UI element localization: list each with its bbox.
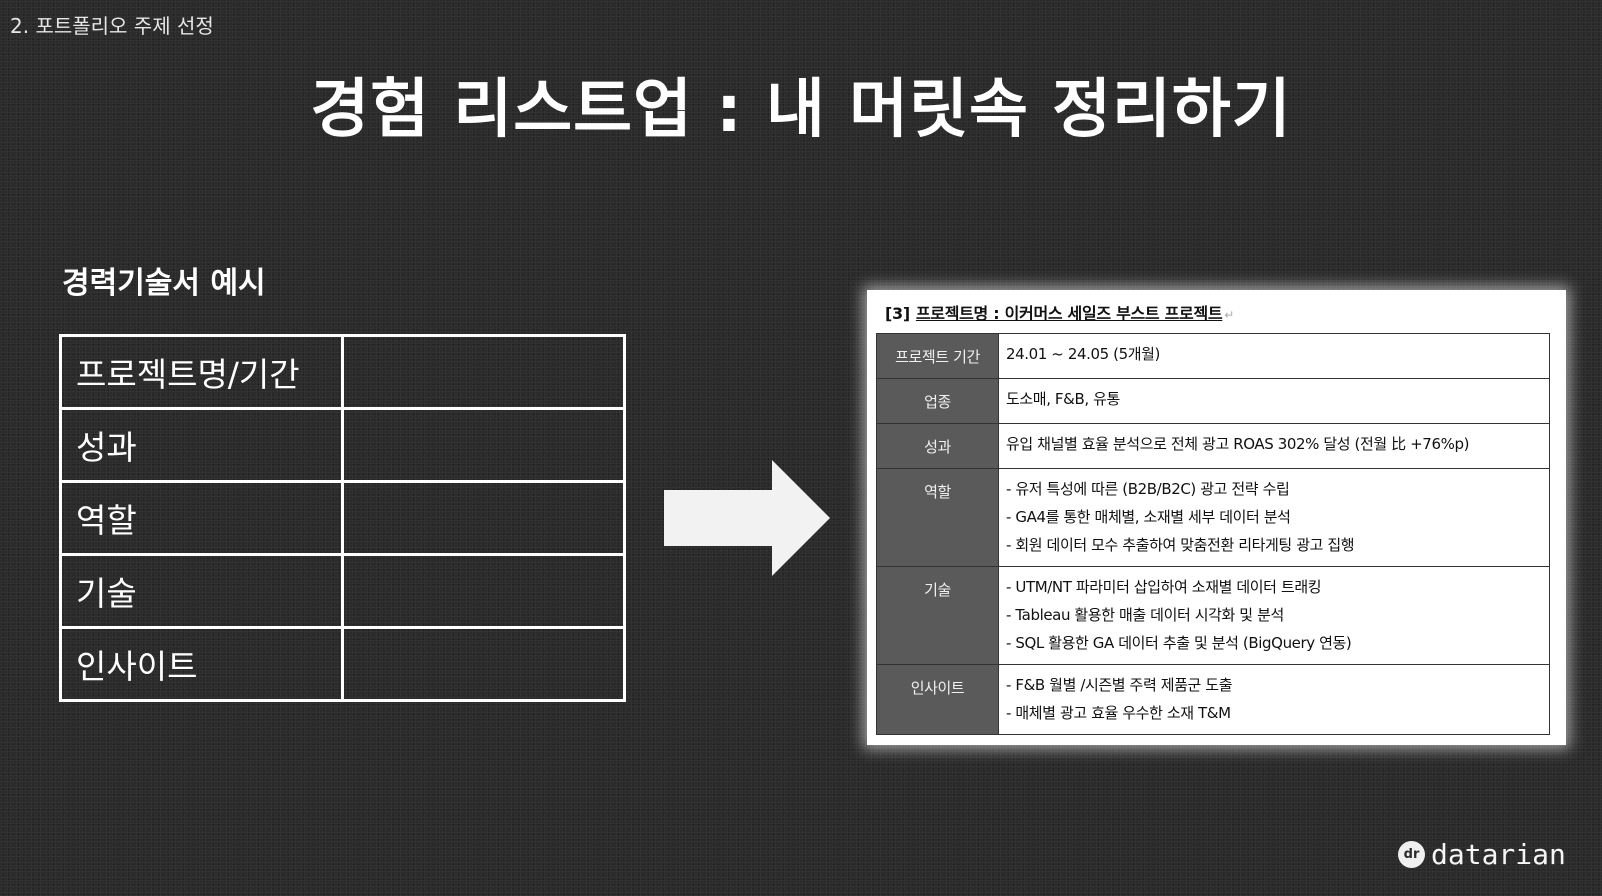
- document-row-label: 기술: [876, 566, 999, 665]
- document-row: 업종 도소매, F&B, 유통: [876, 378, 1550, 424]
- document-row-line: 유입 채널별 효율 분석으로 전체 광고 ROAS 302% 달성 (전월 比 …: [1006, 435, 1470, 453]
- document-table: 프로젝트 기간 24.01 ~ 24.05 (5개월) 업종 도소매, F&B,…: [876, 333, 1550, 735]
- template-row-label: 기술: [59, 553, 344, 629]
- example-heading: 경력기술서 예시: [62, 266, 266, 301]
- template-row: 역할: [59, 480, 626, 556]
- template-row-label: 성과: [59, 407, 344, 483]
- section-label: 2. 포트폴리오 주제 선정: [10, 14, 214, 38]
- template-table: 프로젝트명/기간 성과 역할 기술 인사이트: [59, 334, 626, 702]
- template-row: 인사이트: [59, 626, 626, 702]
- document-number: [3]: [885, 304, 910, 323]
- template-row-value: [341, 480, 626, 556]
- document-row: 인사이트 - F&B 월별 /시즌별 주력 제품군 도출 - 매체별 광고 효율…: [876, 664, 1550, 735]
- brand-footer: dr datarian: [1398, 838, 1566, 871]
- template-row-value: [341, 626, 626, 702]
- brand-name: datarian: [1431, 838, 1566, 871]
- document-title: 프로젝트명 : 이커머스 세일즈 부스트 프로젝트: [915, 304, 1223, 323]
- resume-document-card: [3] 프로젝트명 : 이커머스 세일즈 부스트 프로젝트↵ 프로젝트 기간 24…: [867, 290, 1566, 745]
- document-row-line: - 매체별 광고 효율 우수한 소재 T&M: [1006, 704, 1231, 722]
- template-row-label: 프로젝트명/기간: [59, 334, 344, 410]
- template-row: 기술: [59, 553, 626, 629]
- document-row-line: - UTM/NT 파라미터 삽입하여 소재별 데이터 트래킹: [1006, 578, 1322, 596]
- document-row-value: 24.01 ~ 24.05 (5개월): [998, 333, 1550, 379]
- slide-title: 경험 리스트업 : 내 머릿속 정리하기: [310, 73, 1292, 147]
- right-arrow-icon: [664, 460, 830, 576]
- document-row-line: - 유저 특성에 따른 (B2B/B2C) 광고 전략 수립: [1006, 480, 1290, 498]
- template-row-value: [341, 553, 626, 629]
- document-row-value: - UTM/NT 파라미터 삽입하여 소재별 데이터 트래킹 - Tableau…: [998, 566, 1550, 665]
- datarian-logo-icon: dr: [1398, 841, 1425, 868]
- template-row: 프로젝트명/기간: [59, 334, 626, 410]
- document-row: 역할 - 유저 특성에 따른 (B2B/B2C) 광고 전략 수립 - GA4를…: [876, 468, 1550, 567]
- template-row-value: [341, 407, 626, 483]
- document-heading: [3] 프로젝트명 : 이커머스 세일즈 부스트 프로젝트↵: [885, 300, 1234, 324]
- document-row-value: - F&B 월별 /시즌별 주력 제품군 도출 - 매체별 광고 효율 우수한 …: [998, 664, 1550, 735]
- document-row-value: 도소매, F&B, 유통: [998, 378, 1550, 424]
- return-mark-icon: ↵: [1224, 308, 1235, 322]
- template-row-label: 역할: [59, 480, 344, 556]
- document-row-line: 도소매, F&B, 유통: [1006, 390, 1120, 408]
- document-row-line: - 회원 데이터 모수 추출하여 맞춤전환 리타게팅 광고 집행: [1006, 536, 1355, 554]
- document-row-line: 24.01 ~ 24.05 (5개월): [1006, 345, 1161, 363]
- template-row-value: [341, 334, 626, 410]
- document-row: 기술 - UTM/NT 파라미터 삽입하여 소재별 데이터 트래킹 - Tabl…: [876, 566, 1550, 665]
- document-row: 성과 유입 채널별 효율 분석으로 전체 광고 ROAS 302% 달성 (전월…: [876, 423, 1550, 469]
- document-row-label: 성과: [876, 423, 999, 469]
- document-row-value: 유입 채널별 효율 분석으로 전체 광고 ROAS 302% 달성 (전월 比 …: [998, 423, 1550, 469]
- document-row-label: 업종: [876, 378, 999, 424]
- document-row-label: 프로젝트 기간: [876, 333, 999, 379]
- document-row-line: - Tableau 활용한 매출 데이터 시각화 및 분석: [1006, 606, 1284, 624]
- document-row-line: - SQL 활용한 GA 데이터 추출 및 분석 (BigQuery 연동): [1006, 634, 1352, 652]
- document-row: 프로젝트 기간 24.01 ~ 24.05 (5개월): [876, 333, 1550, 379]
- document-row-label: 인사이트: [876, 664, 999, 735]
- template-row: 성과: [59, 407, 626, 483]
- document-row-line: - F&B 월별 /시즌별 주력 제품군 도출: [1006, 676, 1233, 694]
- document-row-label: 역할: [876, 468, 999, 567]
- document-row-value: - 유저 특성에 따른 (B2B/B2C) 광고 전략 수립 - GA4를 통한…: [998, 468, 1550, 567]
- document-row-line: - GA4를 통한 매체별, 소재별 세부 데이터 분석: [1006, 508, 1291, 526]
- template-row-label: 인사이트: [59, 626, 344, 702]
